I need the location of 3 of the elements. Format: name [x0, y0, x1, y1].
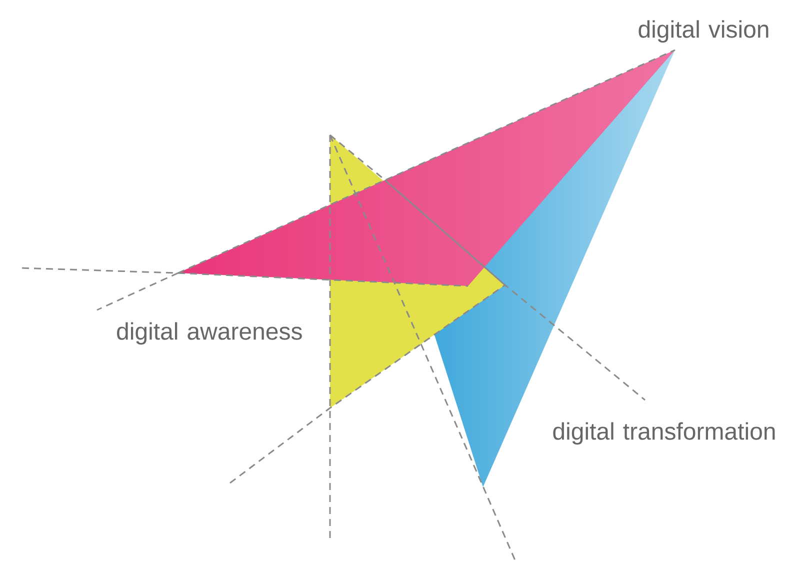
label: digital transformation: [553, 422, 775, 445]
label: digital vision: [638, 20, 768, 43]
label: digital awareness: [117, 322, 302, 345]
